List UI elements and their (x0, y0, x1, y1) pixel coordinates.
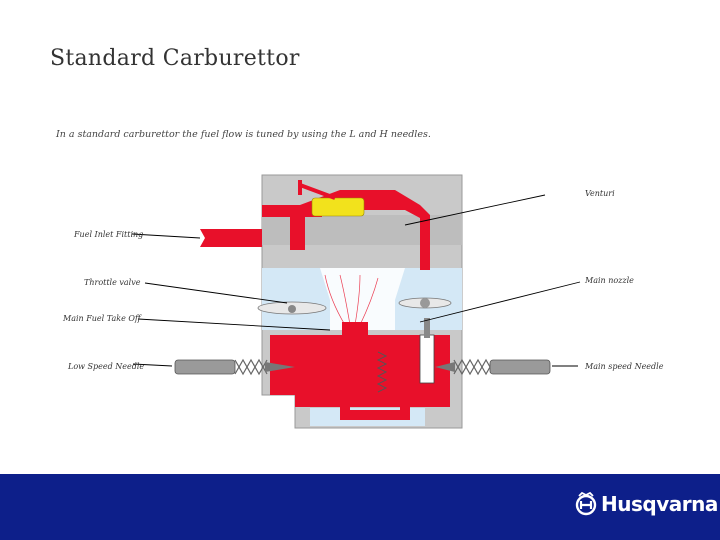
label-fuel-inlet: Fuel Inlet Fitting (74, 230, 144, 239)
label-main-fuel-take-off: Main Fuel Take Off (63, 314, 141, 323)
label-main-nozzle: Main nozzle (585, 276, 634, 285)
label-main-speed-needle: Main speed Needle (585, 362, 664, 371)
husqvarna-crown-icon (575, 491, 597, 516)
inlet-spring (376, 351, 388, 393)
label-low-speed-needle: Low Speed Needle (68, 362, 145, 371)
slide-title: Standard Carburettor (50, 46, 300, 71)
metering-float (298, 180, 365, 217)
carburettor-diagram (131, 174, 581, 429)
footer-bar (0, 474, 720, 540)
fuel-spray (324, 274, 379, 326)
throttle-plate (257, 297, 452, 315)
main-speed-needle (435, 358, 551, 376)
leader-lines (131, 194, 581, 367)
slide-subtitle: In a standard carburettor the fuel flow … (56, 129, 431, 140)
label-venturi: Venturi (585, 189, 615, 198)
brand-name: Husqvarna (601, 492, 718, 516)
husqvarna-logo: Husqvarna (575, 488, 718, 520)
label-throttle-valve: Throttle valve (84, 278, 141, 287)
fuel-inlet-fitting (200, 229, 262, 247)
low-speed-needle (174, 358, 295, 376)
check-valve (419, 318, 435, 384)
